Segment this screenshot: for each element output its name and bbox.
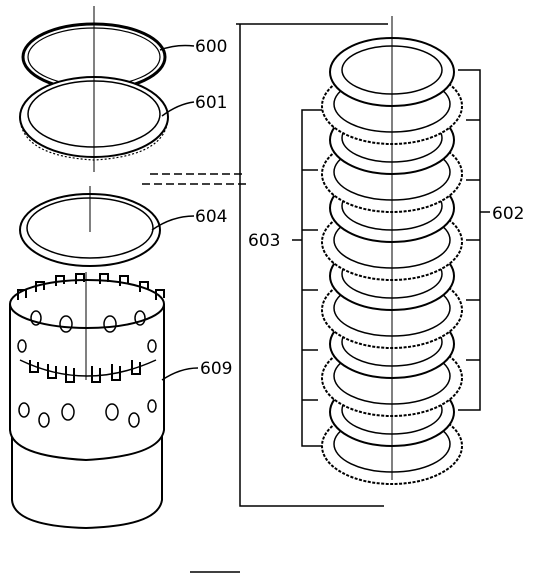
clutch-housing-609 [9, 272, 165, 530]
callout-600: 600 [195, 37, 227, 57]
callout-602: 602 [492, 204, 524, 224]
alignment-lines [142, 173, 246, 185]
callout-603: 603 [248, 231, 280, 251]
callout-609: 609 [200, 359, 232, 379]
bracket-603 [292, 109, 322, 447]
pressure-plate-604 [19, 186, 161, 267]
leader-lines [151, 44, 199, 381]
callout-604: 604 [195, 207, 227, 227]
callout-601: 601 [195, 93, 227, 113]
bracket-602 [458, 69, 490, 411]
